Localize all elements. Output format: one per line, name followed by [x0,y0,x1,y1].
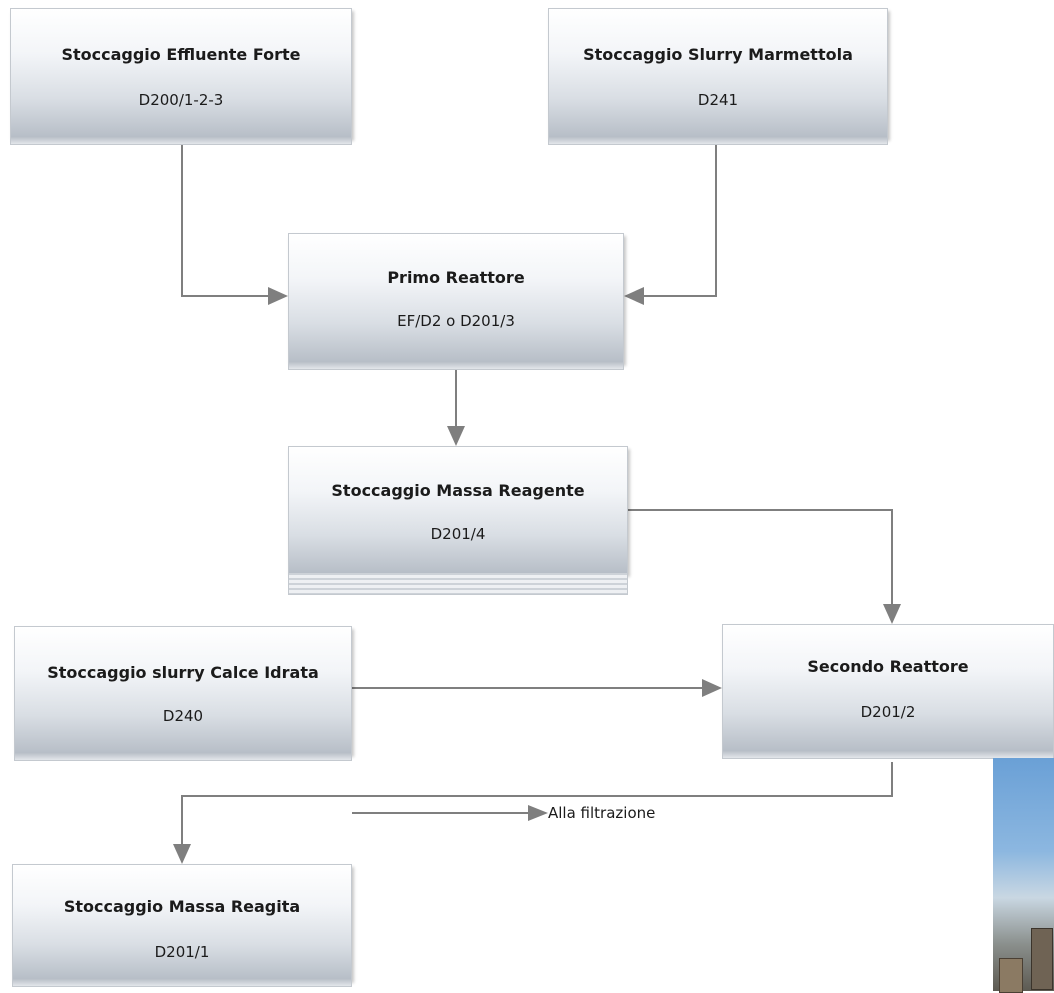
arrowhead [447,426,465,446]
node-title: Primo Reattore [387,268,525,287]
node-title: Stoccaggio Slurry Marmettola [583,45,853,64]
node-stoccaggio-massa-reagita: Stoccaggio Massa Reagita D201/1 [12,864,352,987]
connector-marmettola-to-primo [640,140,717,297]
connector-effluente-to-primo [181,140,272,297]
connector-reagente-to-secondo [628,509,893,608]
node-code: D201/1 [154,943,210,961]
node-code: D241 [697,91,739,109]
plant-photo [993,758,1054,993]
node-stoccaggio-effluente-forte: Stoccaggio Effluente Forte D200/1-2-3 [10,8,352,145]
node-code: D200/1-2-3 [138,91,224,109]
node-title: Stoccaggio slurry Calce Idrata [47,663,319,682]
tank-shape [1031,928,1053,990]
node-code: D240 [162,707,204,725]
node-title: Stoccaggio Effluente Forte [61,45,301,64]
tank-shape [999,958,1023,993]
arrowhead [173,844,191,864]
node-stoccaggio-massa-reagente: Stoccaggio Massa Reagente D201/4 [288,446,628,595]
node-code: D201/4 [430,525,486,543]
node-stoccaggio-slurry-marmettola: Stoccaggio Slurry Marmettola D241 [548,8,888,145]
connector-secondo-to-reagita [181,762,893,848]
node-title: Stoccaggio Massa Reagente [331,481,585,500]
node-code: EF/D2 o D201/3 [397,312,515,330]
node-stoccaggio-slurry-calce-idrata: Stoccaggio slurry Calce Idrata D240 [14,626,352,761]
arrowhead [624,287,644,305]
node-code: D201/2 [860,703,916,721]
arrowhead [883,604,901,624]
arrowhead [528,805,548,821]
arrowhead [702,679,722,697]
node-secondo-reattore: Secondo Reattore D201/2 [722,624,1054,759]
node-title: Secondo Reattore [807,657,969,676]
node-title: Stoccaggio Massa Reagita [63,897,301,916]
output-label: Alla filtrazione [548,804,656,822]
node-primo-reattore: Primo Reattore EF/D2 o D201/3 [288,233,624,370]
arrowhead [268,287,288,305]
